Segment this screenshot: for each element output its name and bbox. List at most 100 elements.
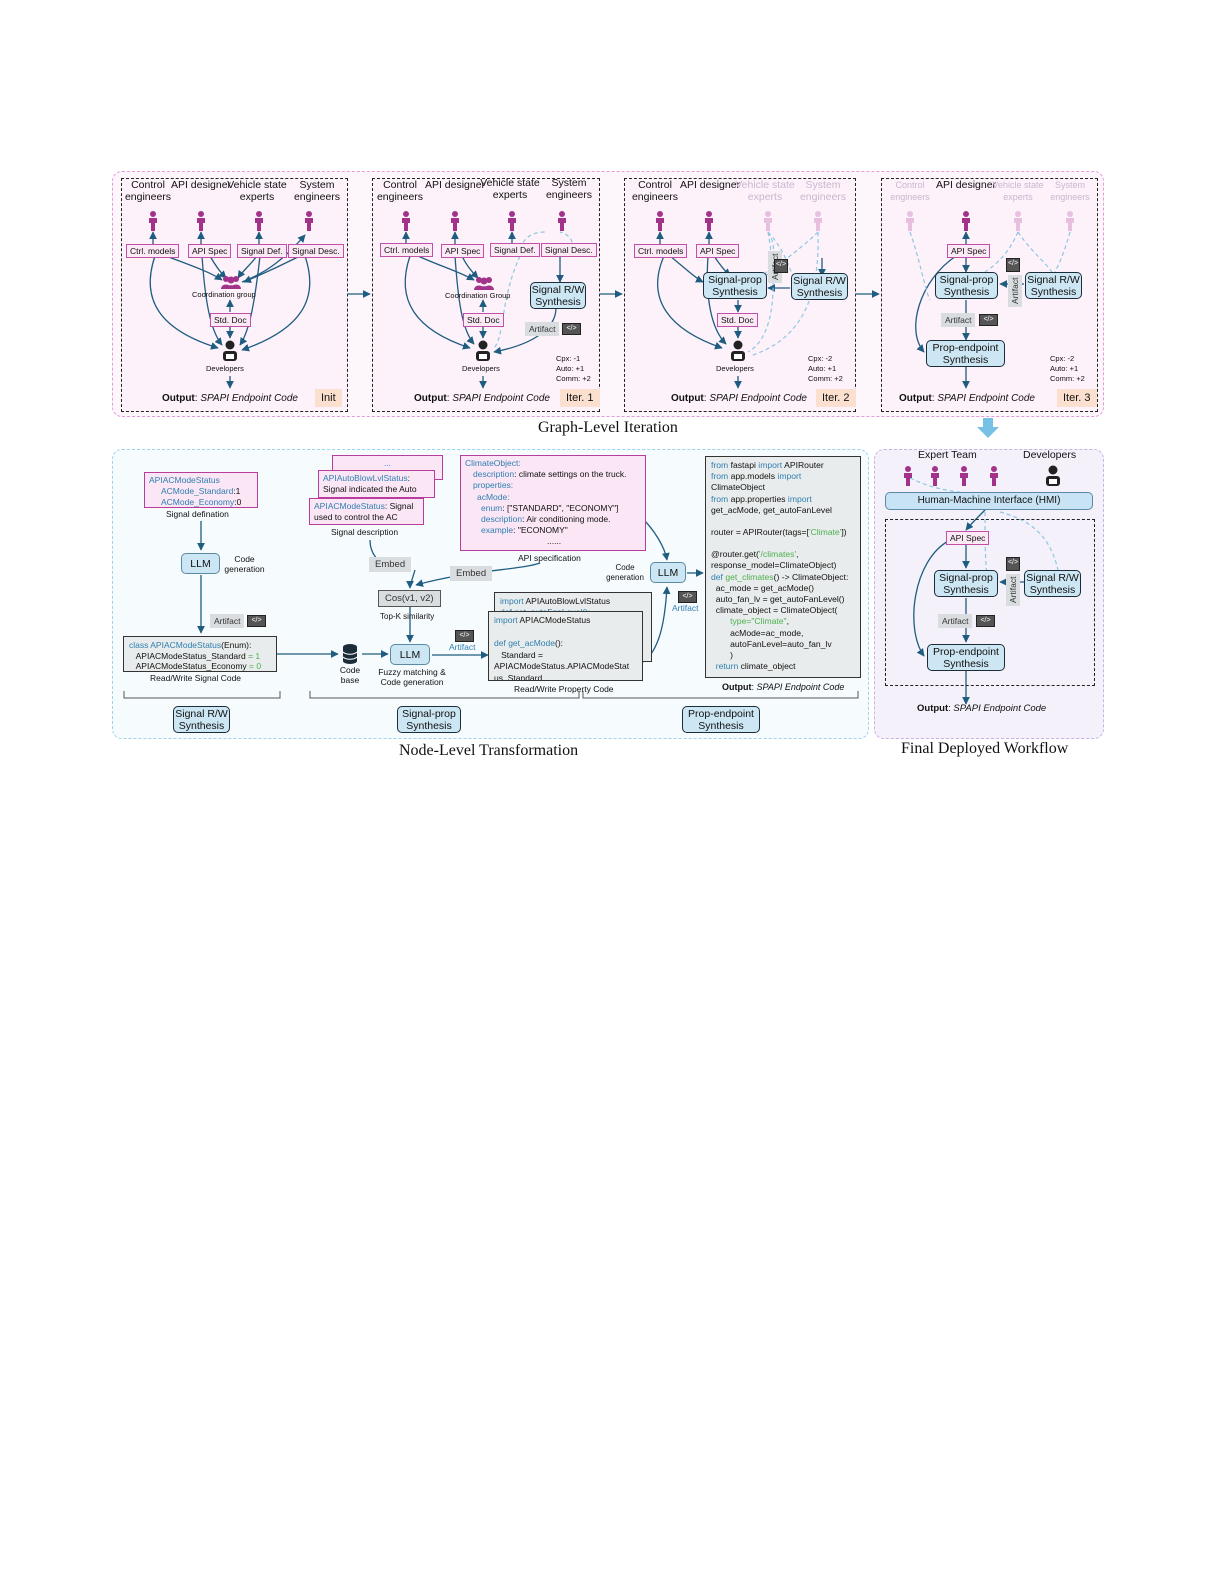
- role-control-engineers: Control engineers: [631, 179, 679, 203]
- expert-icon: [904, 466, 912, 486]
- stage-signal-rw-synthesis: Signal R/W Synthesis: [173, 706, 230, 733]
- iteration-badge: Iter. 2: [816, 389, 856, 407]
- code-line: from app.models import: [711, 471, 802, 482]
- embed-node: Embed: [369, 557, 412, 572]
- node-signal-prop-synthesis: Signal-prop Synthesis: [935, 272, 998, 299]
- expert-icon: [960, 466, 968, 486]
- artifact-label: Artifact: [672, 603, 699, 613]
- expert-icon: [990, 466, 998, 486]
- code-artifact-icon: </>: [678, 591, 697, 603]
- role-vehicle-state-experts: Vehicle state experts: [480, 177, 540, 201]
- code-artifact-icon: </>: [1006, 557, 1020, 571]
- signal-description-1: APIACModeStatus: Signal used to control …: [309, 498, 424, 525]
- coordination-group-label: Coordination Group: [445, 291, 511, 300]
- code-line: acMode=ac_mode,: [711, 627, 804, 638]
- role-system-engineers: System engineers: [545, 177, 593, 201]
- developer-icon: [223, 340, 237, 361]
- code-artifact-icon: </>: [455, 630, 474, 642]
- code-artifact-icon: </>: [1006, 258, 1020, 272]
- node-signal-rw-synthesis: Signal R/W Synthesis: [530, 282, 586, 309]
- tag-api-spec: API Spec: [188, 244, 232, 258]
- code-line: auto_fan_lv = get_autoFanLevel(): [711, 594, 845, 605]
- developers-label: Developers: [462, 364, 500, 373]
- expert-icon-faded: [764, 211, 772, 231]
- expert-icon: [305, 211, 313, 231]
- cosine-similarity-node: Cos(v1, v2): [378, 590, 441, 607]
- role-api-designer: API designer: [424, 179, 486, 191]
- hmi-bar: Human-Machine Interface (HMI): [885, 492, 1093, 510]
- tag-ctrl-models: Ctrl. models: [380, 243, 434, 257]
- expert-icon: [558, 211, 566, 231]
- expert-icon: [656, 211, 664, 231]
- node-prop-endpoint-synthesis: Prop-endpoint Synthesis: [927, 644, 1005, 671]
- final-inner-panel: [885, 519, 1095, 686]
- role-vehicle-state-experts: Vehicle state experts: [735, 179, 795, 203]
- group-icon: [221, 276, 241, 289]
- expert-team-label: Expert Team: [918, 449, 977, 461]
- code-line: @router.get('/climates',: [711, 549, 799, 560]
- developer-icon: [476, 340, 490, 361]
- code-line: ac_mode = get_acMode(): [711, 582, 814, 593]
- graph-level-caption: Graph-Level Iteration: [538, 419, 678, 436]
- tag-signal-desc: Signal Desc.: [541, 243, 597, 257]
- role-system-engineers: System engineers: [293, 179, 341, 203]
- code-artifact-icon: </>: [562, 323, 581, 335]
- rw-signal-code: class APIACModeStatus(Enum): APIACModeSt…: [123, 636, 277, 672]
- expert-icon: [962, 211, 970, 231]
- developer-icon: [731, 340, 745, 361]
- tag-std-doc: Std. Doc: [463, 313, 504, 327]
- node-signal-rw-synthesis: Signal R/W Synthesis: [1025, 272, 1082, 299]
- developers-label: Developers: [1023, 449, 1077, 461]
- expert-icon: [255, 211, 263, 231]
- node-signal-prop-synthesis: Signal-prop Synthesis: [703, 272, 767, 299]
- stage-prop-endpoint-synthesis: Prop-endpoint Synthesis: [682, 706, 760, 733]
- llm-node: LLM: [181, 553, 220, 574]
- expert-icon: [149, 211, 157, 231]
- prop-code-caption: Read/Write Property Code: [514, 684, 614, 694]
- tag-ctrl-models: Ctrl. models: [634, 244, 688, 258]
- code-base-label: Code base: [339, 665, 361, 685]
- database-icon: [342, 644, 358, 664]
- code-line: response_model=ClimateObject): [711, 560, 837, 571]
- signal-description-2: APIAutoBlowLvlStatus: Signal indicated t…: [318, 470, 435, 498]
- stage-signal-prop-synthesis: Signal-prop Synthesis: [397, 706, 461, 733]
- coordination-group-label: Coordination group: [192, 290, 256, 299]
- tag-signal-def: Signal Def.: [490, 243, 540, 257]
- final-workflow-caption: Final Deployed Workflow: [901, 740, 1069, 757]
- code-line: ClimateObject: [711, 482, 765, 493]
- node-level-caption: Node-Level Transformation: [399, 742, 579, 759]
- expert-icon: [705, 211, 713, 231]
- node-signal-rw-synthesis: Signal R/W Synthesis: [791, 273, 848, 300]
- tag-std-doc: Std. Doc: [210, 313, 251, 327]
- iteration-badge: Iter. 3: [1057, 389, 1097, 407]
- signal-description-caption: Signal description: [331, 527, 399, 537]
- llm-node: LLM: [390, 644, 430, 665]
- top-k-similarity-label: Top-K similarity: [380, 612, 435, 621]
- code-line: climate_object = ClimateObject(: [711, 605, 838, 616]
- output-label: Output: SPAPI Endpoint Code: [671, 393, 807, 404]
- expert-icon-faded: [814, 211, 822, 231]
- api-specification-box: ClimateObject: description: climate sett…: [460, 455, 646, 551]
- signal-definition-box: APIACModeStatus ACMode_Standard:1 ACMode…: [144, 472, 258, 508]
- expert-icon: [508, 211, 516, 231]
- group-icon: [474, 277, 494, 290]
- artifact-tag: Artifact: [938, 614, 973, 628]
- code-line: from app.properties import: [711, 493, 812, 504]
- code-generation-label: Code generation: [224, 554, 265, 574]
- expert-icon: [197, 211, 205, 231]
- role-system-engineers: System engineers: [1050, 180, 1090, 202]
- artifact-tag: Artifact: [525, 322, 560, 336]
- embed-node: Embed: [450, 566, 493, 581]
- artifact-tag-vertical: Artifact: [1006, 573, 1020, 606]
- expert-icon-faded: [1014, 211, 1022, 231]
- code-line: autoFanLevel=auto_fan_lv: [711, 638, 832, 649]
- role-vehicle-state-experts: Vehicle state experts: [227, 179, 287, 203]
- panel-init: [121, 178, 348, 412]
- code-artifact-icon: </>: [247, 615, 266, 627]
- code-line: router = APIRouter(tags=['Climate']): [711, 527, 847, 538]
- code-line: from fastapi import APIRouter: [711, 460, 824, 470]
- node-signal-prop-synthesis: Signal-prop Synthesis: [934, 570, 998, 597]
